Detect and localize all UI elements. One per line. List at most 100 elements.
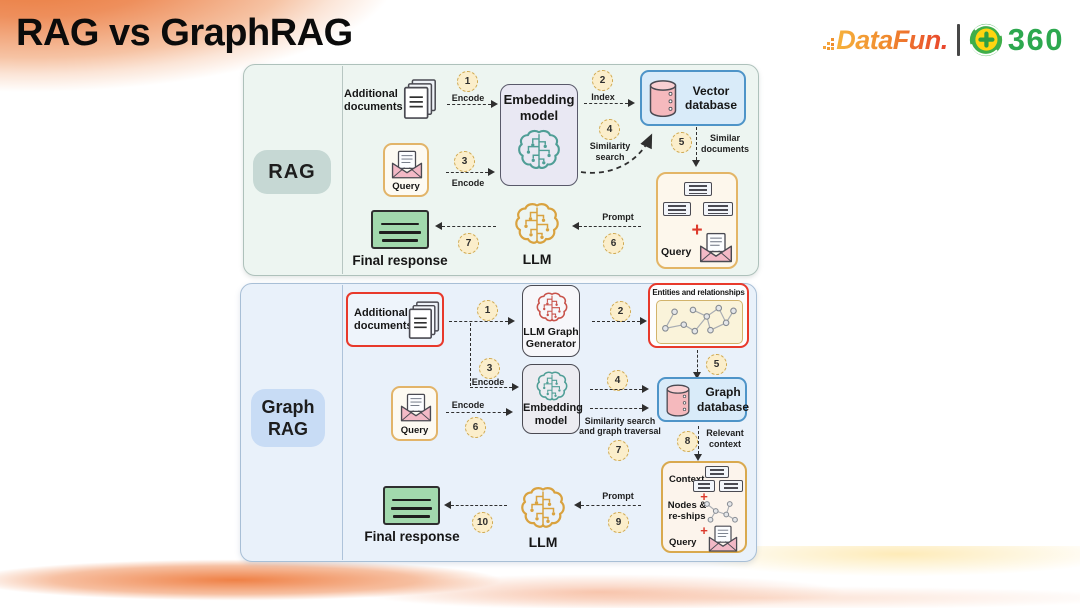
rag-llm-label: LLM — [522, 251, 552, 267]
query-envelope-icon — [698, 232, 734, 264]
rag-final-response-label: Final response — [352, 253, 448, 268]
rag-embedding-brain-icon — [516, 128, 562, 171]
graphrag-step-8-label: Relevant context — [706, 428, 744, 449]
context-doc-icon — [705, 466, 729, 478]
rag-embedding-model-label: Embedding model — [503, 92, 575, 123]
rag-step-6-badge: 6 — [603, 233, 624, 254]
rag-arrow-3 — [446, 167, 495, 176]
graphrag-panel-label: Graph RAG — [251, 389, 325, 447]
page-title: RAG vs GraphRAG — [16, 12, 353, 54]
graphrag-query-label: Query — [400, 424, 429, 436]
360-logo-text: 360 — [1007, 22, 1064, 57]
rag-arrow-2 — [584, 98, 635, 107]
graphrag-step-6-badge: 6 — [465, 417, 486, 438]
graphrag-step-3-badge: 3 — [479, 358, 500, 379]
context-doc-icon — [719, 480, 743, 492]
query-envelope-icon — [399, 393, 433, 423]
graphrag-llm-label: LLM — [528, 534, 558, 550]
entities-relationships-label: Entities and relationships — [652, 288, 745, 297]
rag-retrieved-context-box: + Query — [656, 172, 738, 269]
rag-step-1-label: Encode — [451, 93, 485, 103]
context-label: Context — [669, 474, 705, 485]
rag-retrieved-query-label: Query — [661, 246, 692, 258]
rag-step-4-badge: 4 — [599, 119, 620, 140]
360-logo: 360 — [969, 22, 1064, 58]
rag-panel-divider — [342, 66, 343, 274]
graphrag-arrow-4 — [590, 384, 649, 393]
graphrag-step-10-badge: 10 — [472, 512, 493, 533]
rag-additional-documents-label: Additional documents — [344, 88, 403, 114]
rag-arrow-6 — [572, 221, 641, 230]
graphrag-arrow-10 — [444, 500, 507, 509]
context-graph-icon — [697, 497, 745, 525]
graphrag-arrow-5 — [692, 350, 701, 379]
graph-database-icon — [665, 382, 691, 418]
graphrag-step-3-label: Encode — [471, 377, 505, 387]
rag-step-2-label: Index — [591, 92, 615, 102]
graphrag-arrow-6 — [446, 407, 513, 416]
rag-step-2-badge: 2 — [592, 70, 613, 91]
graphrag-embedding-brain-icon — [535, 370, 569, 402]
graphrag-embedding-model-label: Embedding model — [523, 401, 583, 427]
rag-query-label: Query — [392, 180, 420, 192]
rag-step-4-label: Similarity search — [589, 141, 631, 162]
query-envelope-icon — [390, 150, 424, 180]
rag-step-6-label: Prompt — [602, 212, 634, 222]
plus-sign: + — [700, 523, 708, 538]
graphrag-arrow-1 — [449, 316, 515, 325]
graphrag-documents-icon — [406, 299, 442, 343]
graphrag-arrow-7 — [590, 403, 649, 412]
graphrag-llm-brain-icon — [519, 485, 567, 530]
entities-relationships-box: Entities and relationships — [648, 283, 749, 348]
rag-documents-icon — [401, 77, 439, 123]
context-query-label: Query — [669, 537, 697, 548]
rag-step-3-badge: 3 — [454, 151, 475, 172]
rag-llm-brain-icon — [513, 201, 561, 246]
knowledge-graph-icon — [658, 302, 739, 340]
retrieved-doc-icon — [703, 202, 733, 216]
rag-panel-label: RAG — [253, 150, 331, 194]
graphrag-step-7-badge: 7 — [608, 440, 629, 461]
graphrag-step-8-badge: 8 — [677, 431, 698, 452]
graphrag-context-box: Context + Nodes & re-ships + Query — [661, 461, 747, 553]
graphrag-arrow-2 — [592, 316, 647, 325]
rag-vector-database-label: Vector database — [684, 83, 738, 112]
graphrag-query-box: Query — [391, 386, 438, 441]
plus-sign: + — [700, 489, 708, 504]
graphrag-final-response-box — [383, 486, 440, 525]
graphrag-step-7-label: Similarity search and graph traversal — [579, 416, 661, 437]
graphrag-arrow-8 — [693, 426, 702, 461]
rag-query-box: Query — [383, 143, 429, 197]
graphrag-additional-documents-box: Additional documents — [346, 292, 444, 347]
query-envelope-icon — [707, 525, 739, 553]
vector-database-icon — [648, 77, 678, 119]
graph-database-label: Graph database — [697, 385, 750, 414]
graphrag-step-2-badge: 2 — [610, 301, 631, 322]
graphrag-step-1-badge: 1 — [477, 300, 498, 321]
graphrag-arrow-9 — [574, 500, 641, 509]
plus-sign: + — [691, 220, 703, 241]
graphrag-step-4-badge: 4 — [607, 370, 628, 391]
datafun-dots-icon — [822, 38, 836, 56]
graph-database-box: Graph database — [657, 377, 750, 422]
datafun-logo-text: DataFun. — [836, 24, 948, 55]
rag-final-response-box — [371, 210, 429, 249]
rag-embedding-model-box: Embedding model — [500, 84, 578, 186]
graphrag-step-9-badge: 9 — [608, 512, 629, 533]
rag-arrow-7 — [435, 221, 496, 230]
llm-graph-generator-brain-icon — [535, 291, 569, 323]
graphrag-branch-line — [470, 323, 471, 386]
brand-logos: DataFun. | 360 — [822, 22, 1064, 58]
rag-step-5-badge: 5 — [671, 132, 692, 153]
rag-step-7-badge: 7 — [458, 233, 479, 254]
graphrag-step-6-label: Encode — [451, 400, 485, 410]
rag-arrow-4-curved — [580, 133, 653, 174]
rag-arrow-1 — [447, 99, 498, 108]
graphrag-embedding-model-box: Embedding model — [522, 364, 583, 434]
graphrag-step-5-badge: 5 — [706, 354, 727, 375]
graphrag-step-9-label: Prompt — [602, 491, 634, 501]
llm-graph-generator-label: LLM Graph Generator — [523, 325, 579, 351]
context-doc-icon — [693, 480, 715, 492]
llm-graph-generator-box: LLM Graph Generator — [522, 285, 580, 357]
